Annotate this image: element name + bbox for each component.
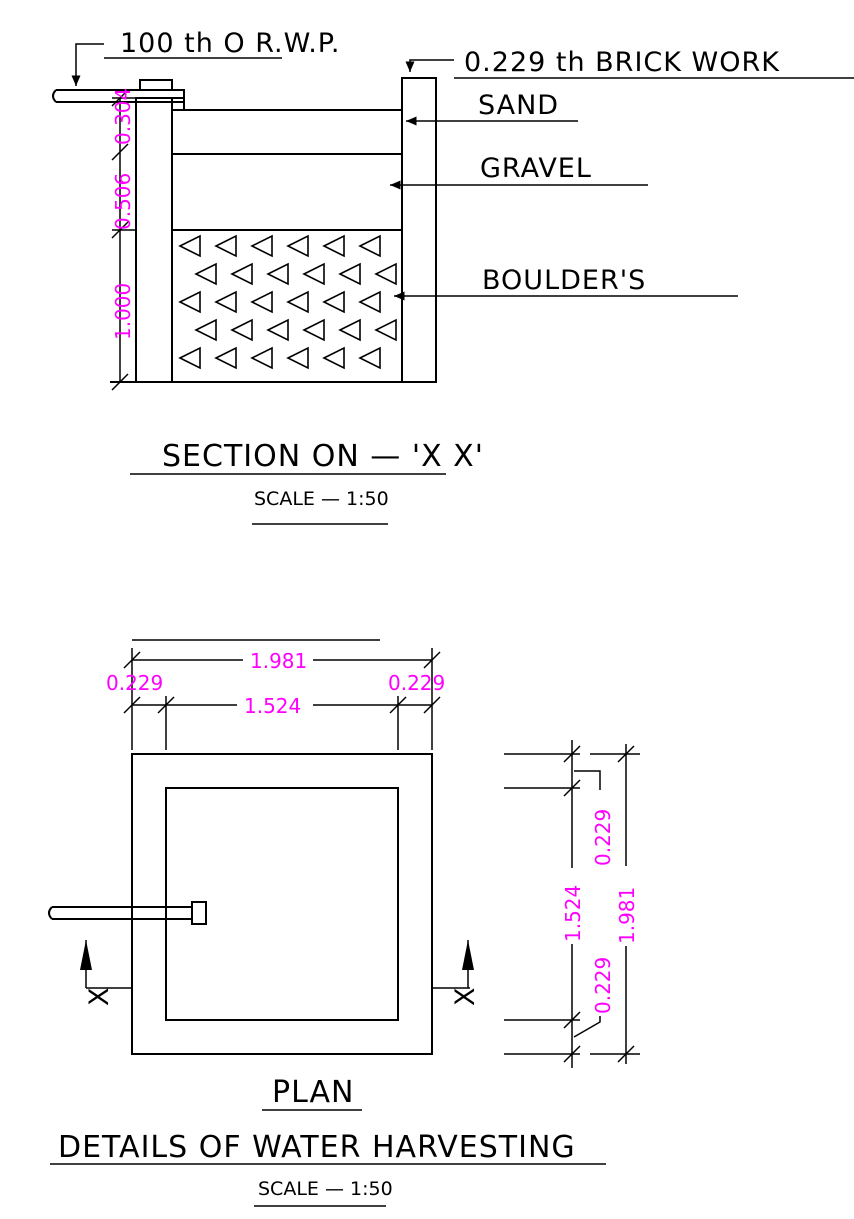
boulder-mark: [178, 234, 201, 258]
boulder-layer: [171, 229, 403, 383]
brickwork-leader: [405, 59, 454, 72]
dim-overall-width: 1.981: [250, 649, 307, 673]
boulder-mark: [286, 234, 309, 258]
dim-inner-height: 1.524: [561, 885, 585, 942]
rwp-leader: [71, 43, 104, 86]
boulder-mark: [266, 262, 289, 286]
boulder-mark: [358, 234, 381, 258]
plan-horizontal-dimensions: 1.981 0.229 0.229 1.524: [106, 639, 445, 750]
label-boulders: BOULDER'S: [482, 265, 646, 296]
dim-right-wall: 0.229: [388, 671, 445, 695]
label-sand: SAND: [478, 90, 559, 121]
boulder-mark: [338, 318, 361, 342]
boulder-mark: [322, 234, 345, 258]
boulder-mark: [214, 234, 237, 258]
boulder-mark: [322, 290, 345, 314]
boulder-mark: [358, 346, 381, 370]
drawing-scale: SCALE — 1:50: [258, 1178, 393, 1200]
boulder-mark: [250, 346, 273, 370]
boulder-mark: [214, 290, 237, 314]
section-title: SECTION ON — 'X X': [162, 439, 484, 474]
drawing-title: DETAILS OF WATER HARVESTING: [58, 1130, 576, 1165]
dim-overall-height: 1.981: [615, 887, 639, 944]
label-brickwork: 0.229 th BRICK WORK: [464, 47, 780, 78]
label-rwp: 100 th O R.W.P.: [120, 28, 340, 59]
marker-x-left: X: [84, 987, 115, 1007]
sand-layer: [171, 109, 403, 155]
label-gravel: GRAVEL: [480, 153, 592, 184]
right-wall-section: [401, 77, 437, 383]
section-vertical-dimensions: 0.304 0.506 1.000: [111, 88, 136, 391]
boulder-marks: [178, 234, 397, 370]
boulder-mark: [266, 318, 289, 342]
boulder-mark: [358, 290, 381, 314]
plan-pipe: [48, 901, 207, 925]
gravel-layer: [171, 153, 403, 231]
section-marker-right: X: [432, 940, 481, 1006]
marker-x-right: X: [450, 987, 481, 1007]
boulder-mark: [302, 262, 325, 286]
boulder-mark: [250, 290, 273, 314]
dim-bottom-wall: 0.229: [591, 957, 615, 1014]
section-view: 100 th O R.W.P. 0.229 th BRICK WORK SAND…: [52, 28, 854, 525]
boulder-mark: [286, 290, 309, 314]
boulder-mark: [178, 290, 201, 314]
boulder-mark: [230, 318, 253, 342]
section-scale: SCALE — 1:50: [254, 488, 389, 510]
boulder-mark: [214, 346, 237, 370]
dim-left-wall: 0.229: [106, 671, 163, 695]
section-marker-left: X: [80, 940, 132, 1006]
boulder-mark: [374, 318, 397, 342]
plan-view: X X 1.981 0.229 0.229: [48, 639, 640, 1111]
dim-top-layer: 0.304: [111, 88, 135, 145]
left-wall-section: [135, 97, 173, 383]
boulder-mark: [338, 262, 361, 286]
boulder-mark: [230, 262, 253, 286]
dim-middle-layer: 0.506: [111, 173, 135, 230]
sheet-title-block: DETAILS OF WATER HARVESTING SCALE — 1:50: [50, 1130, 606, 1207]
dim-top-wall: 0.229: [591, 809, 615, 866]
plan-walls: [131, 753, 433, 1055]
boulder-mark: [250, 234, 273, 258]
plan-title: PLAN: [272, 1075, 354, 1110]
boulder-mark: [302, 318, 325, 342]
boulder-mark: [194, 262, 217, 286]
boulder-mark: [374, 262, 397, 286]
dim-inner-width: 1.524: [244, 694, 301, 718]
boulder-mark: [178, 346, 201, 370]
boulder-mark: [194, 318, 217, 342]
boulder-mark: [286, 346, 309, 370]
dim-bottom-layer: 1.000: [111, 283, 135, 340]
plan-vertical-dimensions: 1.524 1.981 0.229 0.229: [504, 740, 640, 1068]
boulder-mark: [322, 346, 345, 370]
